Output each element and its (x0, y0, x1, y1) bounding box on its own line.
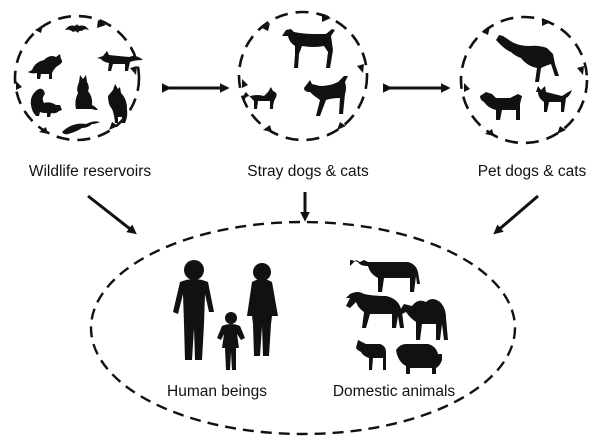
wildlife-cycle (15, 16, 143, 140)
target-ellipse (91, 222, 515, 434)
pet-cycle-ring (461, 17, 587, 143)
domestic-animals-icons (346, 260, 448, 374)
wildlife-label: Wildlife reservoirs (29, 163, 152, 180)
goat-icon (356, 340, 386, 370)
dog-icon (304, 76, 348, 116)
stray-cycle-arrowheads (242, 14, 364, 132)
greyhound-icon (496, 35, 559, 82)
horse-icon (346, 292, 404, 328)
mongoose-icon (62, 121, 100, 134)
cat-icon (536, 86, 572, 112)
wildlife-cycle-ring (15, 16, 139, 140)
pet-label: Pet dogs & cats (478, 163, 587, 180)
cat-icon (243, 87, 276, 109)
edge-pet-humans (496, 196, 538, 232)
family-icon (173, 260, 278, 370)
dog-icon (282, 29, 335, 68)
cow-icon (350, 260, 420, 292)
humans-label: Human beings (167, 383, 267, 400)
domestic-label: Domestic animals (333, 383, 456, 400)
skunk-icon (31, 89, 62, 117)
bat-icon (65, 25, 89, 34)
edge-wildlife-humans (88, 196, 134, 232)
wolf-icon (108, 84, 127, 123)
stray-cycle (239, 12, 367, 140)
raccoon-icon (28, 54, 62, 79)
pet-cycle-arrowheads (464, 18, 584, 136)
pig-icon (396, 344, 442, 374)
stray-label: Stray dogs & cats (247, 163, 369, 180)
dog-icon (480, 92, 522, 120)
pet-cycle (461, 17, 587, 143)
cat-icon (75, 75, 98, 110)
camel-icon (400, 299, 448, 340)
